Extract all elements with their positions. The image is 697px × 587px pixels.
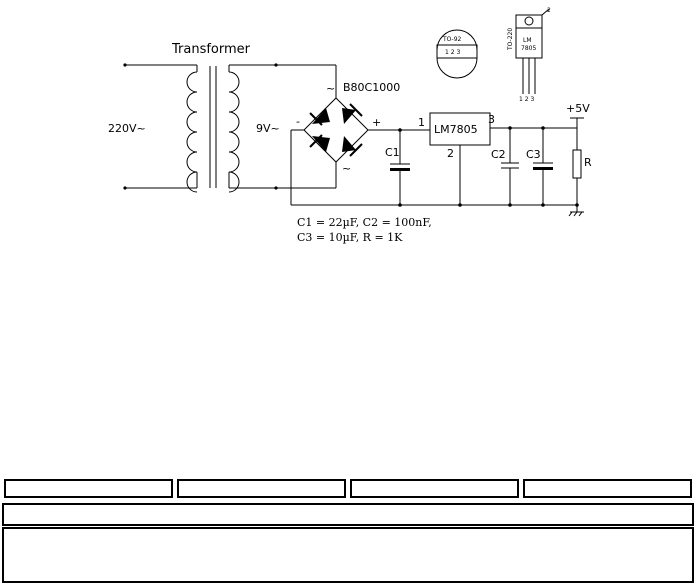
plus-label: + xyxy=(372,116,381,129)
secondary-winding xyxy=(228,63,278,193)
input-voltage-label: 220V~ xyxy=(108,122,146,135)
to92-package-icon: TO-92 1 2 3 xyxy=(436,29,478,79)
regulator-pin3: 3 xyxy=(488,113,495,126)
r-label: R xyxy=(584,156,592,169)
ac-symbol-top: ~ xyxy=(326,82,335,95)
regulator-pin2: 2 xyxy=(447,147,454,160)
values-line-2: C3 = 10µF, R = 1K xyxy=(297,231,403,244)
c3-label: C3 xyxy=(526,148,541,161)
regulator-label: LM7805 xyxy=(434,123,478,136)
svg-text:2: 2 xyxy=(547,7,551,14)
secondary-voltage-label: 9V~ xyxy=(256,122,280,135)
resistor-r xyxy=(572,149,582,179)
table-header-cell-3 xyxy=(350,479,519,498)
svg-text:1 2 3: 1 2 3 xyxy=(519,96,534,103)
transformer-core xyxy=(209,66,217,188)
output-voltage-label: +5V xyxy=(566,102,590,115)
power-supply-schematic: Transformer 220V~ 9V~ xyxy=(108,7,592,244)
svg-text:1 2 3: 1 2 3 xyxy=(445,49,460,56)
capacitor-c3 xyxy=(533,128,553,205)
regulator-lm7805 xyxy=(429,112,491,146)
ac-symbol-bottom: ~ xyxy=(342,162,351,175)
table-panel xyxy=(2,527,694,583)
svg-text:7805: 7805 xyxy=(521,45,536,52)
regulator-pin1: 1 xyxy=(418,116,425,129)
table-header-cell-2 xyxy=(177,479,346,498)
c2-label: C2 xyxy=(491,148,506,161)
c1-label: C1 xyxy=(385,146,400,159)
table-header-cell-1 xyxy=(4,479,173,498)
primary-winding xyxy=(123,63,198,193)
transformer-label: Transformer xyxy=(171,42,251,57)
values-line-1: C1 = 22µF, C2 = 100nF, xyxy=(297,216,432,229)
table-bar xyxy=(2,503,694,526)
bridge-label: B80C1000 xyxy=(343,81,400,94)
to220-package-icon: LM 7805 TO-220 2 1 2 3 xyxy=(507,7,551,103)
svg-text:TO-220: TO-220 xyxy=(507,28,514,51)
bridge-rectifier xyxy=(276,64,369,189)
ground-icon xyxy=(568,211,584,217)
minus-label: - xyxy=(296,115,300,128)
svg-text:TO-92: TO-92 xyxy=(442,36,462,43)
capacitor-c2 xyxy=(501,128,519,205)
svg-text:LM: LM xyxy=(523,37,532,44)
capacitor-c1 xyxy=(390,130,410,205)
table-header-cell-4 xyxy=(523,479,692,498)
